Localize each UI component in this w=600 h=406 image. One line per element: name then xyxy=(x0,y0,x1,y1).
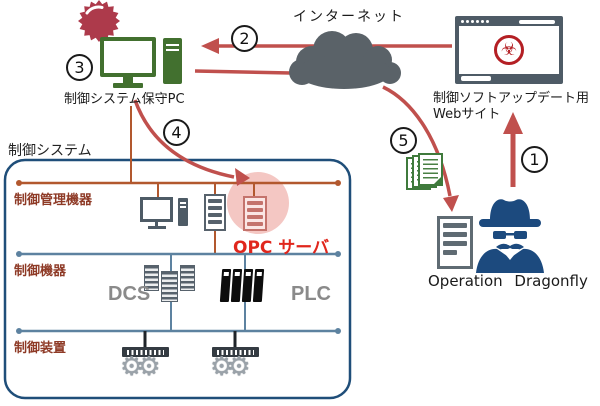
bus-endpoint xyxy=(16,251,22,257)
gateway-server-icon xyxy=(204,194,226,231)
attacker-label: Operation Dragonfly xyxy=(428,272,588,290)
gear-icon: ⚙ xyxy=(137,352,160,382)
gear-icon: ⚙ xyxy=(227,352,250,382)
c2-server-icon xyxy=(437,216,473,269)
bus-endpoint xyxy=(335,328,341,334)
attack-arrow-step5 xyxy=(382,85,452,197)
bus-endpoint xyxy=(16,328,22,334)
biohazard-icon: ☣ xyxy=(494,35,524,65)
maintenance-pc-stand xyxy=(123,77,133,83)
level3-label: 制御装置 xyxy=(14,341,67,356)
maintenance-pc-tower xyxy=(163,38,182,84)
gears-icon: ⚙⚙ xyxy=(120,352,161,382)
controller-device-icon xyxy=(212,347,259,357)
maintenance-pc-monitor xyxy=(100,37,156,77)
bus-endpoint xyxy=(335,251,341,257)
step-badge-2: 2 xyxy=(231,25,258,52)
browser-statusbar xyxy=(461,76,491,81)
attack-arrow-step4 xyxy=(133,99,235,179)
malware-icon xyxy=(78,0,120,42)
step-badge-5: 5 xyxy=(390,127,417,154)
dcs-label: DCS xyxy=(108,283,151,305)
gear-icon: ⚙ xyxy=(210,352,233,382)
attack-arrow-step5-head xyxy=(443,195,459,212)
internet-label: インターネット xyxy=(293,9,405,25)
opc-server-icon xyxy=(243,196,267,231)
biohazard-glyph: ☣ xyxy=(500,39,518,60)
control-system-title: 制御システム xyxy=(8,143,92,159)
step-badge-1: 1 xyxy=(521,146,548,173)
controller-device-icon xyxy=(122,347,169,357)
device-stubs xyxy=(143,331,237,349)
bus-endpoint xyxy=(335,180,341,186)
attack-arrow-step4-head xyxy=(235,168,250,186)
browser-urlbar xyxy=(519,20,555,24)
dcs-icon xyxy=(144,265,196,303)
level1-label: 制御管理機器 xyxy=(14,193,93,208)
website-label-line1: 制御ソフトアップデート用 xyxy=(433,91,590,106)
internet-cloud-icon xyxy=(289,31,401,89)
attack-arrow-step2-head xyxy=(201,38,219,54)
website-label: 制御ソフトアップデート用 Webサイト xyxy=(433,91,589,123)
website-label-line2: Webサイト xyxy=(433,107,501,122)
malicious-website-icon: ☣ xyxy=(455,16,563,84)
step-badge-3: 3 xyxy=(66,54,93,81)
opc-server-label: OPC サーバ xyxy=(233,238,330,258)
browser-page: ☣ xyxy=(459,26,559,74)
stolen-documents-icon xyxy=(406,153,448,195)
step-badge-4: 4 xyxy=(163,119,190,146)
level2-label: 制御機器 xyxy=(14,264,67,279)
plc-label: PLC xyxy=(291,283,331,305)
attack-arrow-step1-head xyxy=(503,112,523,134)
maintenance-pc-base xyxy=(113,83,143,88)
maintenance-pc-label: 制御システム保守PC xyxy=(64,92,185,107)
gear-icon: ⚙ xyxy=(120,352,143,382)
plc-icon xyxy=(219,267,271,304)
gears-icon: ⚙⚙ xyxy=(210,352,251,382)
control-system-box xyxy=(3,158,352,400)
attacker-icon xyxy=(476,199,544,273)
bus-endpoint xyxy=(16,180,22,186)
